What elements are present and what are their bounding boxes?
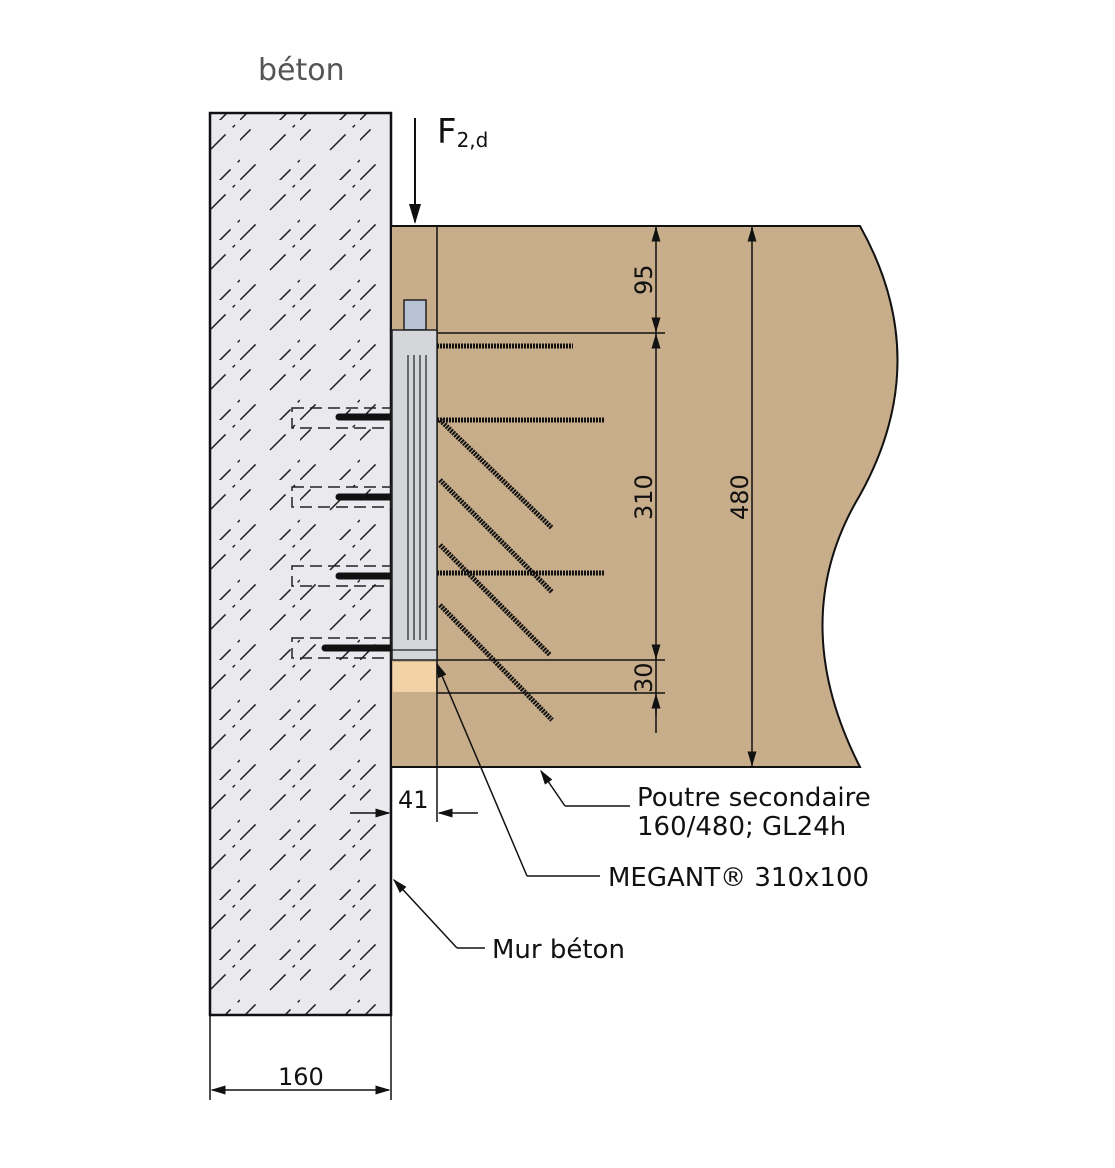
screws [437, 343, 605, 722]
beam-spec-label: 160/480; GL24h [637, 812, 846, 842]
beam-label: Poutre secondaire [637, 783, 871, 813]
dimension-lines [209, 226, 757, 1100]
dim-41: 41 [398, 786, 429, 814]
dim-160: 160 [278, 1063, 324, 1091]
megant-connector [391, 299, 438, 661]
dim-30: 30 [630, 662, 658, 693]
material-label: béton [258, 53, 345, 88]
dim-480: 480 [726, 474, 754, 520]
connector-label: MEGANT® 310x100 [608, 863, 869, 893]
dim-95: 95 [630, 264, 658, 295]
concrete-wall [208, 111, 393, 1017]
force-label: F2,d [437, 112, 488, 152]
leader-lines [392, 662, 630, 949]
secondary-beam [390, 225, 899, 768]
beam-notch [393, 662, 436, 692]
wall-label: Mur béton [492, 935, 625, 965]
dim-310: 310 [630, 474, 658, 520]
